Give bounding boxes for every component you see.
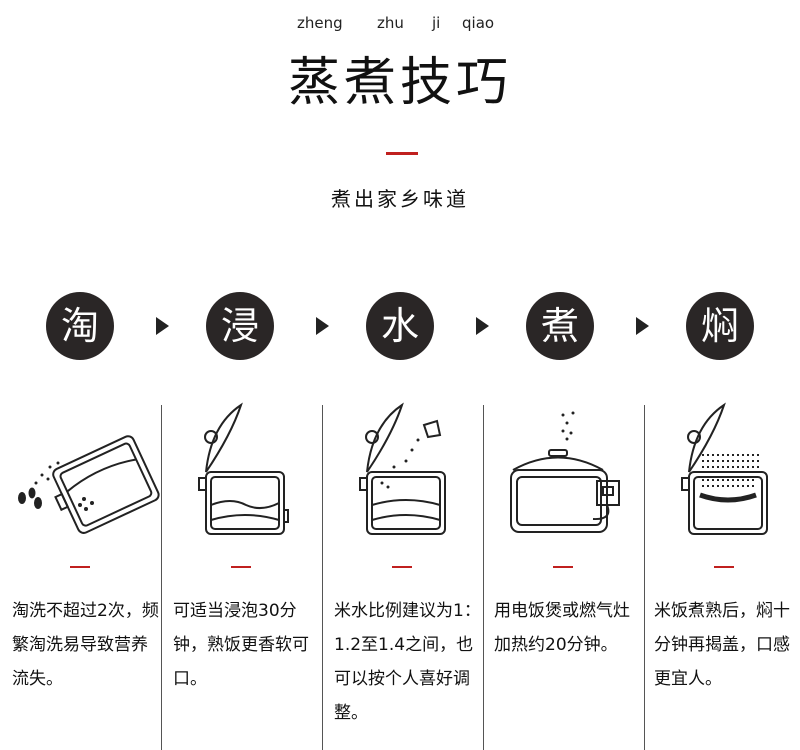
step-circle-soak: 浸 (206, 292, 274, 360)
step-description-wash: 淘洗不超过2次，频繁淘洗易导致营养流失。 (12, 601, 159, 689)
pinyin-1: zheng (297, 14, 343, 32)
step-description-soak: 可适当浸泡30分钟，熟饭更香软可口。 (173, 601, 309, 689)
soaking-pot-icon (198, 402, 289, 535)
adding-water-pot-icon (359, 402, 446, 535)
page-title: 蒸煮技巧 (287, 53, 512, 113)
step-circle-simmer: 焖 (686, 292, 754, 360)
red-dash (70, 566, 90, 568)
step-circle-water: 水 (366, 292, 434, 360)
red-dash (714, 566, 734, 568)
subtitle: 煮出家乡味道 (331, 187, 469, 211)
column-divider (322, 405, 323, 750)
pinyin-4: qiao (462, 14, 495, 32)
arrow-right-icon (156, 317, 169, 335)
pouring-washing-pot-icon (18, 435, 160, 534)
arrow-right-icon (476, 317, 489, 335)
pinyin-3: ji (432, 14, 441, 32)
steaming-pot-icon (681, 402, 768, 535)
step-circle-cook: 煮 (526, 292, 594, 360)
pinyin-2: zhu (377, 14, 404, 32)
column-divider (644, 405, 645, 750)
rice-cooker-plugged-icon (510, 411, 620, 533)
red-dash (553, 566, 573, 568)
step-description-water: 米水比例建议为1：1.2至1.4之间，也可以按个人喜好调整。 (334, 601, 481, 723)
red-dash (392, 566, 412, 568)
title-accent-bar (386, 152, 418, 155)
arrow-right-icon (636, 317, 649, 335)
step-description-simmer: 米饭煮熟后，焖十分钟再揭盖，口感更宜人。 (654, 601, 790, 689)
column-divider (161, 405, 162, 750)
red-dash (231, 566, 251, 568)
column-divider (483, 405, 484, 750)
step-description-cook: 用电饭煲或燃气灶加热约20分钟。 (494, 601, 630, 655)
arrow-right-icon (316, 317, 329, 335)
step-circle-wash: 淘 (46, 292, 114, 360)
